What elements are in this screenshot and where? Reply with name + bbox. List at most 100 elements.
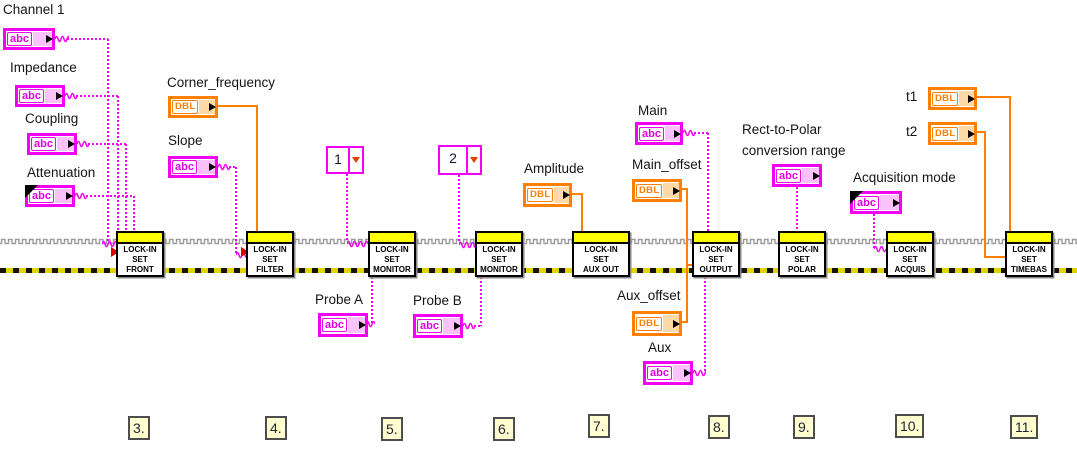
string-constant-rect-to-polar[interactable]: abc [772,164,822,187]
string-constant-channel1[interactable]: abc [3,28,55,50]
dbl-constant-amplitude[interactable]: DBL [523,183,572,207]
wire-aux-offset [682,321,688,323]
ring-constant-2[interactable]: 2 [438,145,482,175]
dbl-glyph: DBL [932,91,959,106]
vi-line: LOCK-IN [253,245,287,254]
wire-ring1 [347,240,368,248]
step-label-7: 7. [588,414,610,438]
step-label-3: 3. [128,416,150,440]
vi-line: SET [1021,255,1037,264]
wire-corner-frequency [256,106,258,231]
wire-probe-b [474,325,482,327]
vi-banner [248,233,292,244]
vi-line: FILTER [256,265,284,274]
vi-banner [477,233,521,244]
step-label-4: 4. [265,416,287,440]
vi-banner [780,233,824,244]
output-arrow-icon [209,163,216,171]
string-constant-coupling[interactable]: abc [27,133,77,155]
vi-banner [888,233,932,244]
wire-main-offset [682,188,688,190]
wire-ring2 [459,241,475,249]
dbl-glyph: DBL [636,316,663,331]
dbl-constant-main-offset[interactable]: DBL [632,179,682,202]
dropdown-arrow-icon [352,157,360,163]
vi-line: LOCK-IN [893,245,927,254]
label-attenuation: Attenuation [27,165,96,180]
abc-glyph: abc [776,168,801,183]
vi-line: LOCK-IN [699,245,733,254]
string-constant-slope[interactable]: abc [168,156,218,178]
dropdown-cell[interactable] [350,148,362,172]
output-arrow-icon [813,171,820,180]
visa-resource-wire [0,232,1077,250]
dbl-constant-t1[interactable]: DBL [928,87,977,110]
string-constant-acquisition-mode[interactable]: abc [850,191,902,214]
vi-line: POLAR [788,265,816,274]
string-constant-attenuation[interactable]: abc [25,185,75,207]
dbl-glyph: DBL [172,100,199,114]
vi-lockin-set-front[interactable]: LOCK-IN SET FRONT [116,231,164,277]
wire-coupling [77,140,89,148]
wire-corner-frequency [218,105,258,107]
wire-attenuation [86,195,134,197]
output-arrow-icon [563,191,570,199]
vi-label: LOCK-IN SET TIMEBAS [1007,244,1051,275]
vi-label: LOCK-IN SET POLAR [780,244,824,275]
wire-main [683,129,695,137]
output-arrow-icon [673,186,680,195]
vi-lockin-set-polar[interactable]: LOCK-IN SET POLAR [778,231,826,277]
output-arrow-icon [674,129,681,138]
dbl-constant-t2[interactable]: DBL [928,122,977,145]
wire-coupling [125,144,127,231]
ring-constant-1[interactable]: 1 [326,146,364,174]
label-rect-to-polar: Rect-to-Polar conversion range [742,119,846,161]
vi-lockin-set-timebas[interactable]: LOCK-IN SET TIMEBAS [1005,231,1053,277]
string-constant-probe-a[interactable]: abc [318,313,368,337]
wire-t1 [1009,97,1011,231]
label-impedance: Impedance [10,60,77,75]
dropdown-cell[interactable] [468,147,480,173]
wire-impedance [76,95,118,97]
dbl-constant-aux-offset[interactable]: DBL [632,311,682,336]
abc-glyph: abc [31,137,56,151]
vi-label: LOCK-IN SET OUTPUT [694,244,738,275]
string-constant-aux[interactable]: abc [643,361,693,385]
dbl-glyph: DBL [527,188,554,202]
wire-ring1 [346,174,348,242]
vi-lockin-set-monitor-2[interactable]: LOCK-IN SET MONITOR [475,231,523,277]
output-arrow-icon [46,35,53,43]
label-t2: t2 [906,124,918,139]
dbl-constant-corner-frequency[interactable]: DBL [168,96,218,118]
vi-lockin-set-monitor-1[interactable]: LOCK-IN SET MONITOR [368,231,416,277]
wire-slope [235,167,237,255]
label-aux-offset: Aux_offset [617,288,681,303]
vi-banner [370,233,414,244]
string-constant-impedance[interactable]: abc [15,85,65,107]
vi-lockin-set-acquis[interactable]: LOCK-IN SET ACQUIS [886,231,934,277]
vi-label: LOCK-IN SET ACQUIS [888,244,932,275]
abc-glyph: abc [19,89,44,103]
label-probe-a: Probe A [315,292,364,307]
step-label-10: 10. [895,414,925,438]
vi-lockin-set-auxout[interactable]: LOCK-IN SET AUX OUT [572,231,630,277]
vi-line: SET [708,255,724,264]
vi-banner [118,233,162,244]
wire-amplitude [572,193,583,195]
wire-channel1 [67,38,108,40]
vi-lockin-set-output[interactable]: LOCK-IN SET OUTPUT [692,231,740,277]
wire-rect-to-polar [796,187,798,231]
vi-lockin-set-filter[interactable]: LOCK-IN SET FILTER [246,231,294,277]
dbl-glyph: DBL [636,183,663,198]
string-constant-main[interactable]: abc [635,122,683,145]
wire-t2 [984,132,986,258]
vi-label: LOCK-IN SET FRONT [118,244,162,275]
label-amplitude: Amplitude [524,161,585,176]
label-slope: Slope [168,133,203,148]
wire-amplitude [581,194,583,231]
string-constant-probe-b[interactable]: abc [413,314,463,338]
wire-probe-b [463,322,475,330]
